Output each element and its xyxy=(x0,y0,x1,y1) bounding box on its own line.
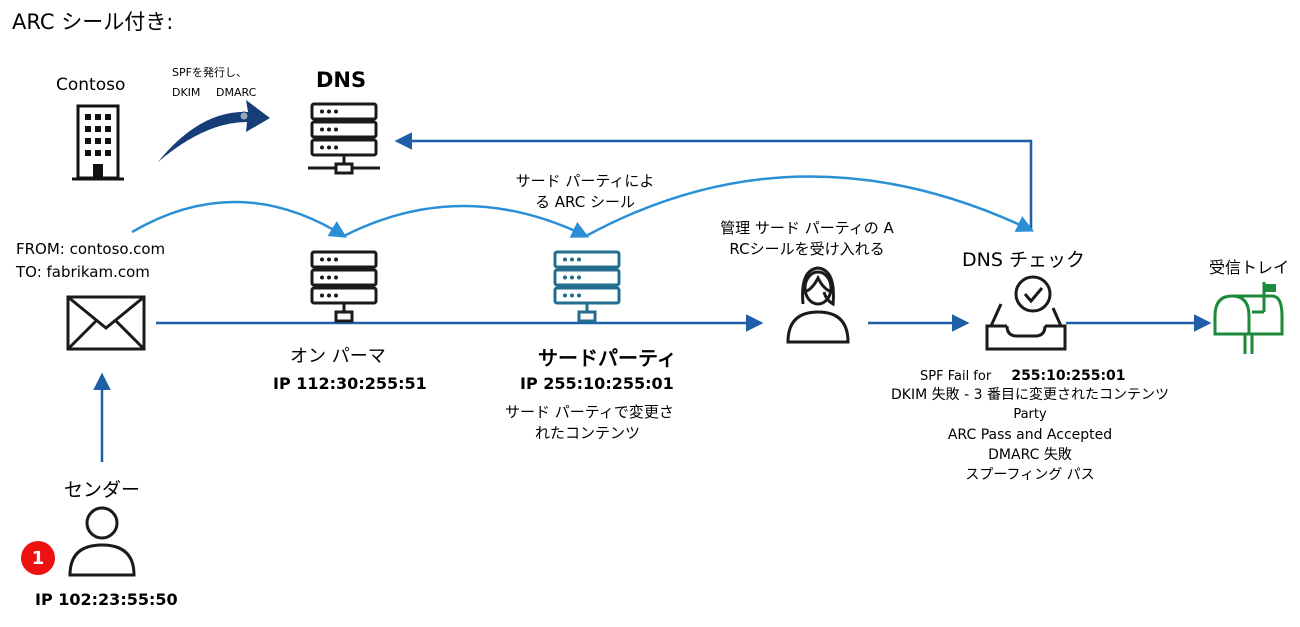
thirdparty-note-line2: れたコンテンツ xyxy=(535,424,641,442)
onprem-ip: IP 112:30:255:51 xyxy=(273,374,427,393)
arc-seal-line2: る ARC シール xyxy=(535,193,635,211)
publish-spf-label: SPFを発行し、 xyxy=(172,66,247,79)
admin-accept-label: 管理 サード パーティの A RCシールを受け入れる xyxy=(702,217,912,259)
dnscheck-label: DNS チェック xyxy=(962,249,1085,271)
arc-curve-2 xyxy=(343,204,590,238)
mail-to: TO: fabrikam.com xyxy=(16,263,150,281)
dnscheck-spoof: スプーフィング パス xyxy=(965,467,1095,483)
contoso-label: Contoso xyxy=(56,75,126,95)
sender-label: センダー xyxy=(64,479,141,501)
arc-curve-3 xyxy=(585,175,1035,238)
step-number-badge: 1 xyxy=(21,541,55,575)
sender-ip: IP 102:23:55:50 xyxy=(35,590,178,609)
dnscheck-spf-ip: 255:10:255:01 xyxy=(1011,368,1126,384)
dnscheck-party: Party xyxy=(1013,407,1047,422)
arc-seal-label: サード パーティによ る ARC シール xyxy=(500,170,670,212)
dns-label: DNS xyxy=(316,68,367,92)
mail-from: FROM: contoso.com xyxy=(16,240,166,258)
inbox-label: 受信トレイ xyxy=(1209,258,1290,277)
thirdparty-label: サードパーティ xyxy=(538,346,677,370)
page-title: ARC シール付き: xyxy=(12,10,174,34)
mailbox-icon xyxy=(1213,282,1284,354)
onprem-server-icon xyxy=(310,250,378,323)
dnscheck-arc: ARC Pass and Accepted xyxy=(947,427,1113,443)
dnscheck-dkim: DKIM 失敗 - 3 番目に変更されたコンテンツ xyxy=(891,387,1169,403)
arc-curve-1 xyxy=(131,200,347,238)
thirdparty-note-line1: サード パーティで変更さ xyxy=(505,403,674,421)
dnscheck-spf: SPF Fail for 255:10:255:01 xyxy=(920,368,1126,384)
admin-accept-line2: RCシールを受け入れる xyxy=(729,240,885,258)
publish-swoosh xyxy=(158,100,270,162)
admin-person-icon xyxy=(786,266,850,344)
envelope-icon xyxy=(66,295,146,351)
thirdparty-ip: IP 255:10:255:01 xyxy=(520,374,674,393)
onprem-label: オン パーマ xyxy=(290,346,386,367)
building-icon xyxy=(72,104,124,181)
arc-seal-line1: サード パーティによ xyxy=(515,172,655,190)
dnscheck-spf-prefix: SPF Fail for xyxy=(920,369,992,384)
dns-server-icon xyxy=(308,102,380,175)
dnscheck-dmarc: DMARC 失敗 xyxy=(988,447,1072,463)
flow-arrow-dnscheck-to-dns xyxy=(394,132,1033,230)
publish-dmarc-label: DMARC xyxy=(216,86,257,99)
publish-dkim-label: DKIM xyxy=(172,86,201,99)
admin-accept-line1: 管理 サード パーティの A xyxy=(720,219,894,237)
dnscheck-results: DKIM 失敗 - 3 番目に変更されたコンテンツ Party ARC Pass… xyxy=(870,385,1190,485)
thirdparty-server-icon xyxy=(553,250,621,323)
sender-person-icon xyxy=(68,506,136,577)
dnscheck-tray-icon xyxy=(985,275,1067,351)
